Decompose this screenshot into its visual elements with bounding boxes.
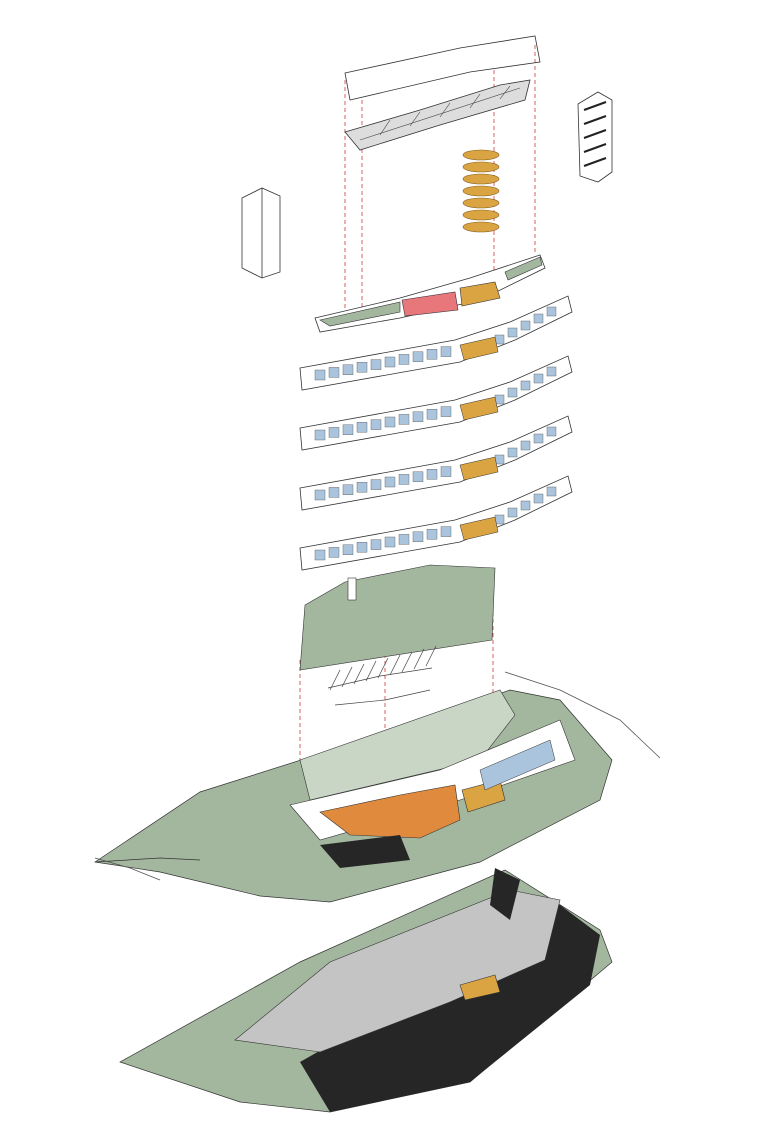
room: [398, 534, 410, 545]
room: [520, 440, 531, 451]
landscape-roof: [299, 564, 496, 671]
room: [520, 500, 531, 511]
room: [520, 380, 531, 391]
room: [370, 539, 382, 550]
room: [426, 349, 438, 360]
room: [370, 479, 382, 490]
room: [356, 542, 368, 553]
room: [507, 507, 518, 518]
room: [412, 411, 424, 422]
room: [328, 547, 340, 558]
room: [384, 536, 396, 548]
room: [507, 387, 518, 398]
parking-deck: [234, 889, 561, 1053]
room: [440, 466, 452, 477]
room: [398, 474, 410, 485]
room: [412, 351, 424, 362]
room: [342, 364, 354, 375]
room: [507, 447, 518, 458]
room: [426, 469, 438, 480]
room: [356, 482, 368, 493]
floor-plate: [299, 415, 573, 511]
room: [342, 424, 354, 435]
chimney: [347, 577, 357, 601]
room: [370, 359, 382, 370]
truss-members: [359, 85, 521, 141]
room: [533, 373, 544, 384]
room: [342, 544, 354, 555]
helix-turn: [462, 197, 500, 209]
floor-plate: [299, 355, 573, 451]
room: [546, 366, 557, 377]
atrium-void: [459, 456, 499, 481]
room: [314, 549, 326, 561]
atrium-void: [459, 396, 499, 421]
room: [398, 354, 410, 365]
atrium-void: [459, 516, 499, 541]
room: [426, 409, 438, 420]
helix-turn: [462, 209, 500, 221]
room: [314, 489, 326, 501]
basement-level: [119, 868, 613, 1113]
room: [520, 320, 531, 331]
room: [533, 313, 544, 324]
helix-turn: [462, 161, 500, 173]
canopy-structure: [327, 645, 437, 706]
room: [546, 426, 557, 437]
ground-level: [94, 689, 613, 903]
atrium-void: [459, 336, 499, 361]
room: [533, 493, 544, 504]
site-fences: [94, 671, 661, 881]
room: [440, 406, 452, 417]
stair-tower-left: [241, 187, 281, 279]
room: [328, 367, 340, 378]
room: [533, 433, 544, 444]
room: [426, 529, 438, 540]
floor-plate: [299, 475, 573, 571]
room: [314, 429, 326, 441]
helix-turn: [462, 173, 500, 185]
room: [328, 487, 340, 498]
atrium: [319, 784, 461, 839]
room: [398, 414, 410, 425]
room: [507, 327, 518, 338]
room: [546, 306, 557, 317]
room: [412, 471, 424, 482]
room: [384, 476, 396, 488]
room: [384, 416, 396, 428]
room: [314, 369, 326, 381]
helix-turn: [462, 149, 500, 161]
typical-floor-plates: [299, 295, 573, 571]
room: [412, 531, 424, 542]
room: [356, 422, 368, 433]
room: [440, 346, 452, 357]
room: [546, 486, 557, 497]
roof-shell: [344, 35, 541, 101]
floor-plate: [299, 295, 573, 391]
room: [342, 484, 354, 495]
helix-turn: [462, 185, 500, 197]
helical-stair: [462, 149, 500, 233]
room: [328, 427, 340, 438]
room: [440, 526, 452, 537]
helix-turn: [462, 221, 500, 233]
stair-tower-right: [577, 91, 613, 183]
room: [370, 419, 382, 430]
room: [384, 356, 396, 368]
top-level-plate: [314, 254, 546, 333]
room: [356, 362, 368, 373]
